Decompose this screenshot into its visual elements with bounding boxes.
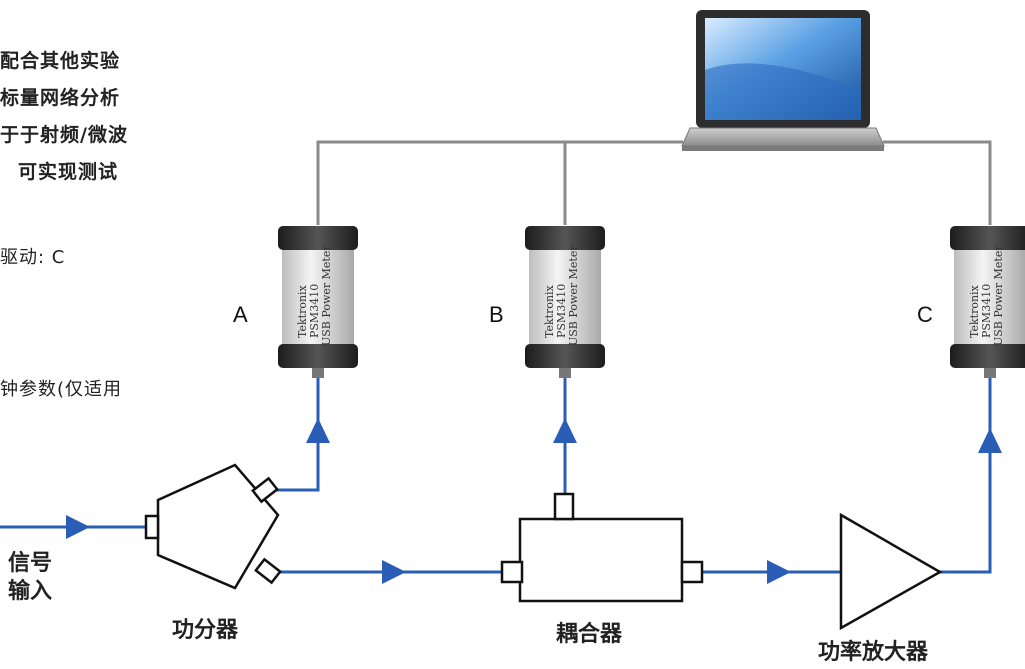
laptop-icon: [681, 10, 885, 151]
svg-text:PSM3410: PSM3410: [308, 284, 321, 338]
svg-text:USB Power Meter: USB Power Meter: [992, 245, 1005, 346]
arrow-to-c: [978, 428, 1002, 453]
arrow-splitter-out: [382, 560, 406, 584]
intro-line-3: 于于射频/微波: [0, 124, 128, 146]
arrow-coupler-out: [767, 560, 791, 584]
arrow-to-a: [306, 418, 330, 443]
svg-text:Tektronix: Tektronix: [968, 284, 981, 338]
sensor-label-b: B: [489, 302, 504, 327]
power-sensor-b: Tektronix PSM3410 USB Power Meter: [525, 226, 605, 378]
intro-line-6: 钟参数(仅适用: [0, 379, 123, 400]
power-sensor-a: Tektronix PSM3410 USB Power Meter: [278, 226, 358, 378]
power-splitter: [144, 463, 282, 590]
arrow-input: [66, 515, 90, 539]
svg-text:Tektronix: Tektronix: [543, 284, 556, 338]
intro-line-4: 可实现测试: [18, 161, 119, 183]
svg-text:PSM3410: PSM3410: [980, 284, 993, 338]
amplifier-label: 功率放大器: [818, 640, 929, 665]
intro-line-2: 标量网络分析: [0, 87, 121, 109]
sensor-label-c: C: [917, 302, 933, 327]
svg-text:PSM3410: PSM3410: [555, 284, 568, 338]
sensor-label-a: A: [233, 302, 248, 327]
coupler: [500, 492, 704, 603]
svg-text:USB Power Meter: USB Power Meter: [567, 245, 580, 346]
signal-input-label: 信号 输入: [8, 551, 53, 604]
signal-arrows: [66, 418, 1002, 584]
intro-line-1: 配合其他实验: [0, 50, 121, 72]
arrow-to-b: [553, 418, 577, 443]
power-sensor-c: Tektronix PSM3410 USB Power Meter: [950, 226, 1025, 378]
intro-line-5: 驱动: C: [0, 247, 66, 268]
usb-cables: [316, 140, 992, 225]
svg-text:Tektronix: Tektronix: [296, 284, 309, 338]
power-amplifier: [839, 512, 943, 631]
svg-text:USB Power Meter: USB Power Meter: [320, 245, 333, 346]
coupler-label: 耦合器: [556, 622, 623, 647]
splitter-label: 功分器: [172, 618, 239, 643]
